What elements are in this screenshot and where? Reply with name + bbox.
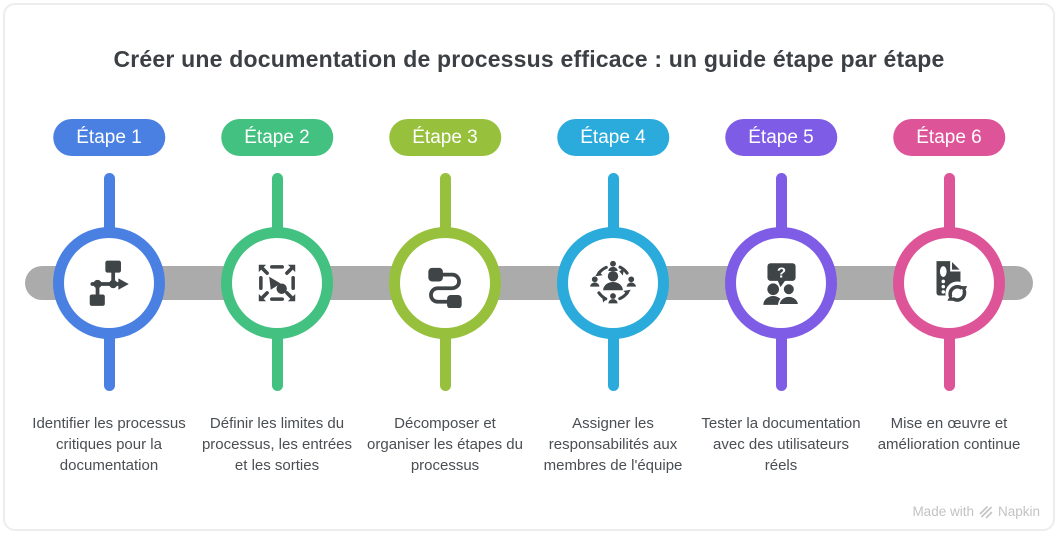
step-badge: Étape 4 [557,119,669,156]
step-description: Identifier les processus critiques pour … [32,415,186,474]
steps-row: Étape 1 Identifier les proces [25,0,1033,534]
flowchart-icon [89,260,129,306]
step-column-6: Étape 6 [865,0,1033,534]
step-circle [389,227,501,339]
svg-text:?: ? [777,264,786,281]
step-badge: Étape 5 [725,119,837,156]
scope-boundaries-icon [258,264,296,302]
step-badge: Étape 2 [221,119,333,156]
step-description: Décomposer et organiser les étapes du pr… [367,415,523,474]
step-circle [221,227,333,339]
team-delegation-icon [590,260,636,304]
step-circle [557,227,669,339]
step-circle: ? [725,227,837,339]
step-badge: Étape 1 [53,119,165,156]
user-feedback-icon: ? [763,263,800,306]
step-column-1: Étape 1 Identifier les proces [25,0,193,534]
workflow-steps-icon [428,267,462,308]
step-circle [893,227,1005,339]
page-title: Créer une documentation de processus eff… [113,46,945,72]
step-description: Mise en œuvre et amélioration continue [877,415,1021,453]
step-column-5: Étape 5 ? Tester la doc [697,0,865,534]
step-column-3: Étape 3 Décomposer et organiser les étap… [361,0,529,534]
timeline-bar [25,266,1033,300]
watermark-brand: Napkin [997,504,1040,519]
step-badge: Étape 3 [389,119,501,156]
step-badge: Étape 6 [893,119,1005,156]
document-refresh-icon [936,261,970,306]
step-description: Tester la documentation avec des utilisa… [701,415,861,474]
step-description: Assigner les responsabilités aux membres… [543,415,683,474]
step-description: Définir les limites du processus, les en… [201,415,353,474]
watermark: Made with Napkin [912,504,1040,519]
napkin-logo-icon [979,505,993,518]
step-circle [53,227,165,339]
step-column-4: Étape 4 [529,0,697,534]
step-column-2: Étape 2 [193,0,361,534]
watermark-prefix: Made with [912,504,974,519]
